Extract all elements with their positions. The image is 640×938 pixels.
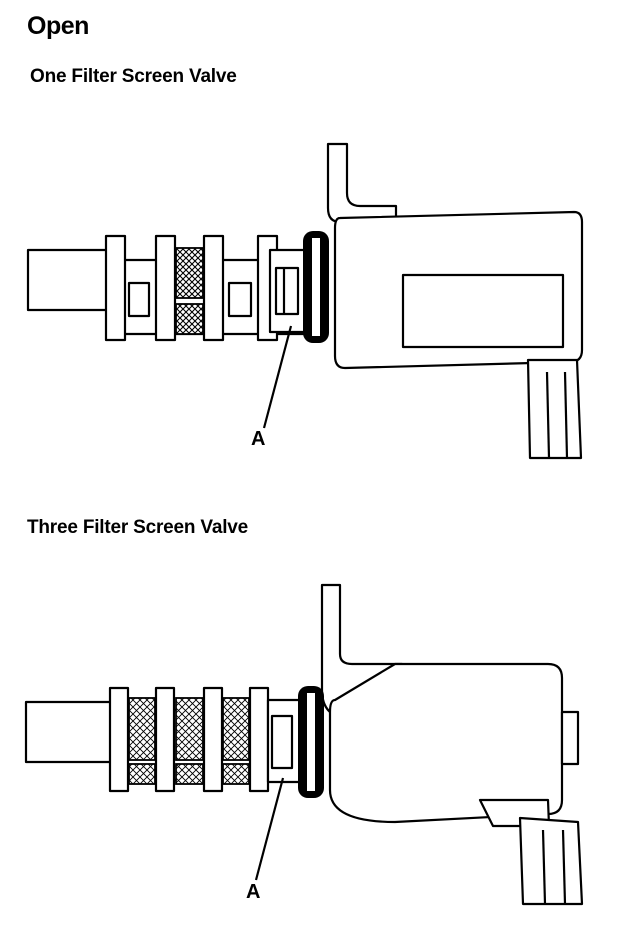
filter-screen	[175, 247, 204, 299]
mounting-bracket	[326, 142, 398, 224]
callout-leader-a-top	[262, 325, 293, 429]
callout-leader-a-bottom	[254, 777, 285, 881]
caption-one-filter-screen-valve: One Filter Screen Valve	[30, 66, 237, 87]
end-nub	[560, 710, 580, 766]
valve-nose	[24, 700, 118, 764]
filter-screen-2	[175, 697, 204, 761]
three-filter-screen-valve	[24, 583, 584, 906]
electrical-connector	[518, 816, 584, 906]
callout-label-a-top: A	[251, 428, 266, 450]
filter-screen-3	[222, 697, 250, 761]
filter-screen-1	[128, 697, 156, 761]
page-title: Open	[27, 12, 89, 40]
electrical-connector	[526, 358, 583, 460]
callout-label-a-bottom: A	[246, 881, 261, 903]
caption-three-filter-screen-valve: Three Filter Screen Valve	[27, 517, 249, 538]
one-filter-screen-valve	[26, 142, 584, 460]
valve-nose	[26, 248, 114, 312]
solenoid-body	[328, 662, 564, 824]
body-recess	[401, 273, 565, 349]
solenoid-body	[333, 210, 584, 370]
